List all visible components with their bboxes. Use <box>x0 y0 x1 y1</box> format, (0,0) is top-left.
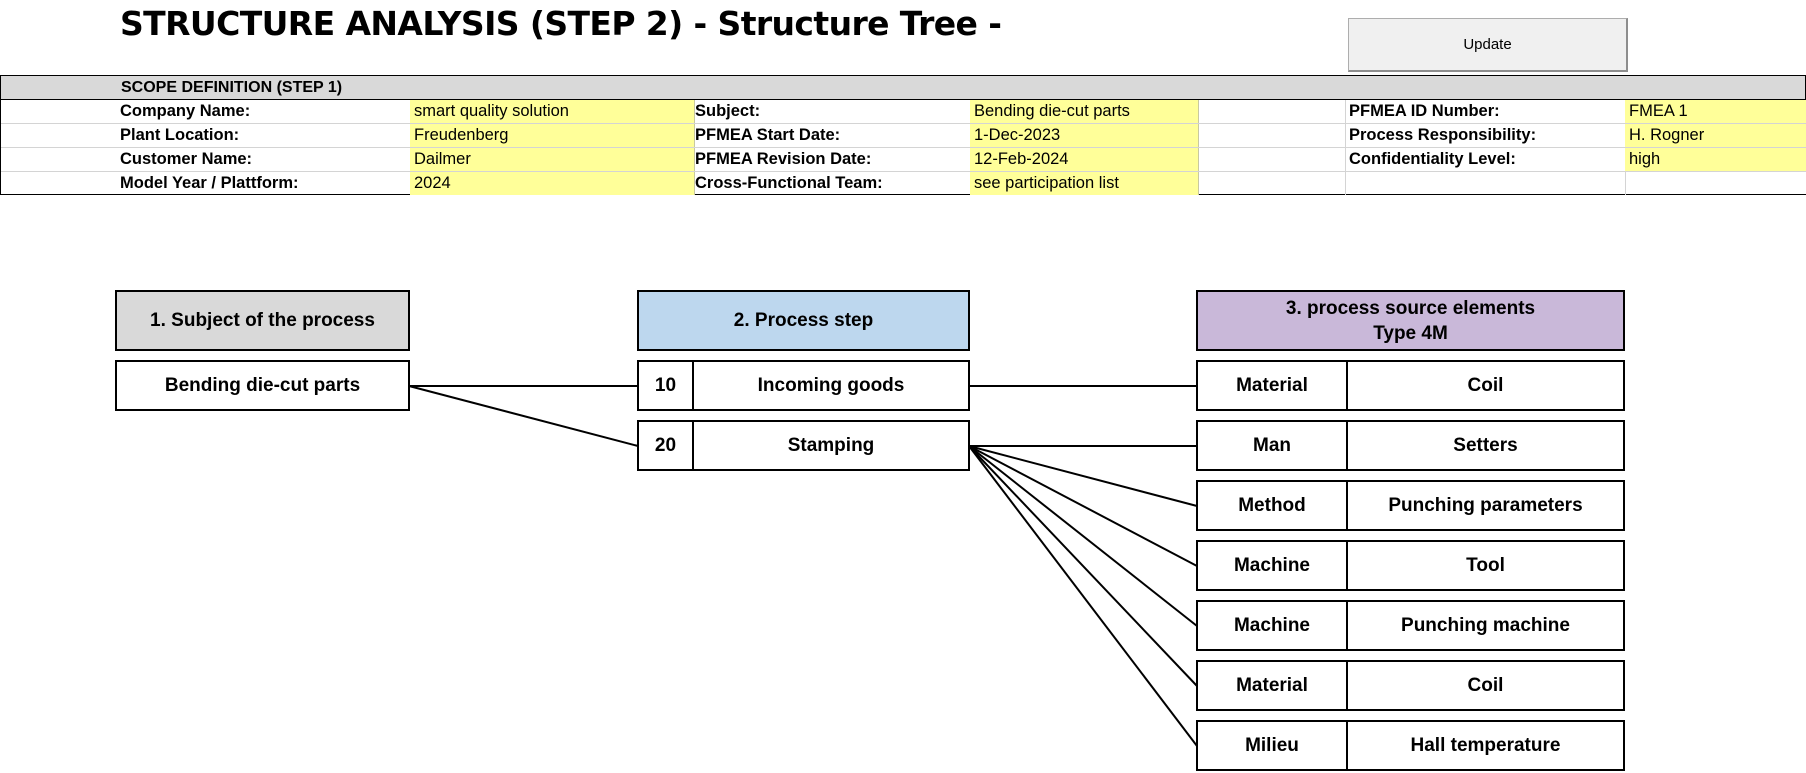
source-element-7[interactable]: Milieu Hall temperature <box>1196 720 1625 771</box>
process-source-elements-header-line1: 3. process source elements <box>1285 297 1536 319</box>
element-name: Hall temperature <box>1346 722 1623 769</box>
element-type: Material <box>1236 374 1308 396</box>
scope-definition-header: SCOPE DEFINITION (STEP 1) <box>0 75 1806 100</box>
element-name: Tool <box>1346 542 1623 589</box>
process-step-header: 2. Process step <box>637 290 970 351</box>
source-element-2[interactable]: Man Setters <box>1196 420 1625 471</box>
subject-label: Subject: <box>695 102 761 120</box>
plant-location-label: Plant Location: <box>120 126 240 144</box>
subject-label: Bending die-cut parts <box>164 375 361 396</box>
process-responsibility-value[interactable]: H. Rogner <box>1625 124 1806 147</box>
process-source-elements-header: 3. process source elements Type 4M <box>1196 290 1625 351</box>
process-step-name: Incoming goods <box>692 362 968 409</box>
element-name: Punching machine <box>1346 602 1623 649</box>
source-element-6[interactable]: Material Coil <box>1196 660 1625 711</box>
connector-subject-step-20 <box>408 385 639 447</box>
element-type: Material <box>1236 674 1308 696</box>
process-source-elements-header-line2: Type 4M <box>1373 322 1448 344</box>
pfmea-start-date-value[interactable]: 1-Dec-2023 <box>970 124 1199 147</box>
cross-functional-team-value[interactable]: see participation list <box>970 172 1199 195</box>
company-name-value[interactable]: smart quality solution <box>410 100 695 123</box>
pfmea-start-date-label: PFMEA Start Date: <box>695 126 841 144</box>
element-type: Man <box>1253 434 1291 456</box>
pfmea-id-value[interactable]: FMEA 1 <box>1625 100 1806 123</box>
subject-of-process-header: 1. Subject of the process <box>115 290 410 351</box>
connector-step-20-element-7 <box>968 445 1198 747</box>
source-element-4[interactable]: Machine Tool <box>1196 540 1625 591</box>
company-name-label: Company Name: <box>120 102 251 120</box>
process-step-20[interactable]: 20 Stamping <box>637 420 970 471</box>
model-year-label: Model Year / Plattform: <box>120 174 299 192</box>
element-name: Coil <box>1346 362 1623 409</box>
source-element-3[interactable]: Method Punching parameters <box>1196 480 1625 531</box>
model-year-value[interactable]: 2024 <box>410 172 695 195</box>
element-type: Method <box>1238 494 1306 516</box>
pfmea-id-label: PFMEA ID Number: <box>1349 102 1500 120</box>
element-type: Machine <box>1233 554 1311 576</box>
process-step-number: 10 <box>654 374 677 396</box>
pfmea-revision-date-value[interactable]: 12-Feb-2024 <box>970 148 1199 171</box>
confidentiality-level-label: Confidentiality Level: <box>1349 150 1516 168</box>
cross-functional-team-label: Cross-Functional Team: <box>695 174 883 192</box>
element-name: Setters <box>1346 422 1623 469</box>
connector-step-20-element-4 <box>968 445 1198 567</box>
scope-definition-table: Company Name: smart quality solution Sub… <box>0 100 1806 195</box>
source-element-1[interactable]: Material Coil <box>1196 360 1625 411</box>
connector-step-20-element-3 <box>968 445 1198 507</box>
scope-definition-title: SCOPE DEFINITION (STEP 1) <box>121 79 343 96</box>
subject-value[interactable]: Bending die-cut parts <box>970 100 1199 123</box>
subject-of-process-header-label: 1. Subject of the process <box>150 310 375 331</box>
process-step-10[interactable]: 10 Incoming goods <box>637 360 970 411</box>
source-element-5[interactable]: Machine Punching machine <box>1196 600 1625 651</box>
plant-location-value[interactable]: Freudenberg <box>410 124 695 147</box>
subject-box[interactable]: Bending die-cut parts <box>115 360 410 411</box>
element-name: Coil <box>1346 662 1623 709</box>
confidentiality-level-value[interactable]: high <box>1625 148 1806 171</box>
customer-name-label: Customer Name: <box>120 150 253 168</box>
process-step-header-label: 2. Process step <box>733 310 874 331</box>
element-type: Milieu <box>1245 734 1299 756</box>
update-button[interactable]: Update <box>1348 18 1628 72</box>
page-title: STRUCTURE ANALYSIS (STEP 2) - Structure … <box>120 4 1002 43</box>
process-step-name: Stamping <box>692 422 968 469</box>
element-type: Machine <box>1233 614 1311 636</box>
customer-name-value[interactable]: Dailmer <box>410 148 695 171</box>
process-responsibility-label: Process Responsibility: <box>1349 126 1537 144</box>
pfmea-revision-date-label: PFMEA Revision Date: <box>695 150 872 168</box>
connector-step-20-element-6 <box>968 445 1198 687</box>
element-name: Punching parameters <box>1346 482 1623 529</box>
connector-step-20-element-5 <box>968 445 1198 627</box>
process-step-number: 20 <box>654 434 677 456</box>
